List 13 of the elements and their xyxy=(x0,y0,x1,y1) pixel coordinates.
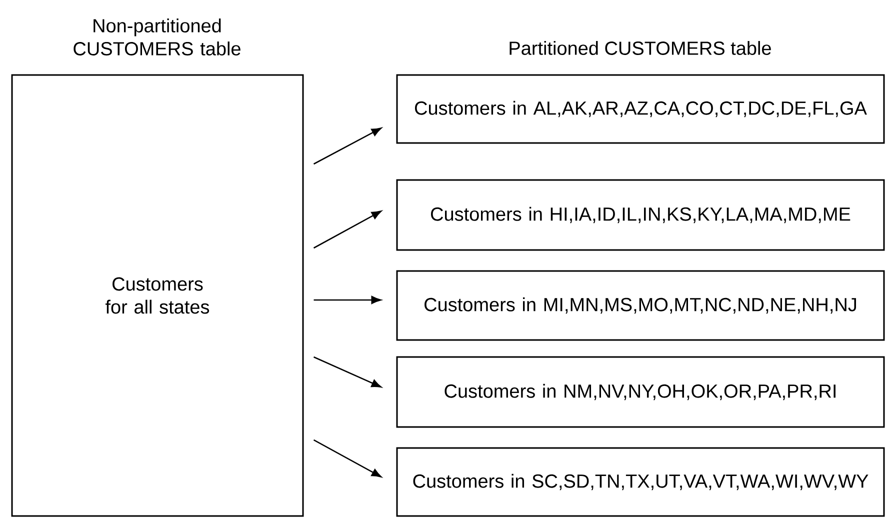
table-box: Customers in HI,IA,ID,IL,IN,KS,KY,LA,MA,MD,ME xyxy=(396,179,885,251)
table-box: Customers in NM,NV,NY,OH,OK,OR,PA,PR,RI xyxy=(396,356,885,428)
arrow xyxy=(313,128,382,165)
table-heading: Non-partitioned CUSTOMERS table xyxy=(74,18,240,56)
arrow xyxy=(313,210,382,249)
table-heading: Partitioned CUSTOMERS table xyxy=(510,41,771,55)
table-box: Customers in SC,SD,TN,TX,UT,VA,VT,WA,WI,WV,WY xyxy=(396,447,885,517)
arrow xyxy=(314,296,382,304)
table-box: Customers in MI,MN,MS,MO,MT,NC,ND,NE,NH,NJ xyxy=(396,270,885,341)
arrow xyxy=(313,439,382,478)
table-box: Customers for all states xyxy=(11,74,304,517)
table-box: Customers in AL,AK,AR,AZ,CA,CO,CT,DC,DE,FL,GA xyxy=(396,74,885,144)
arrow xyxy=(314,356,382,388)
